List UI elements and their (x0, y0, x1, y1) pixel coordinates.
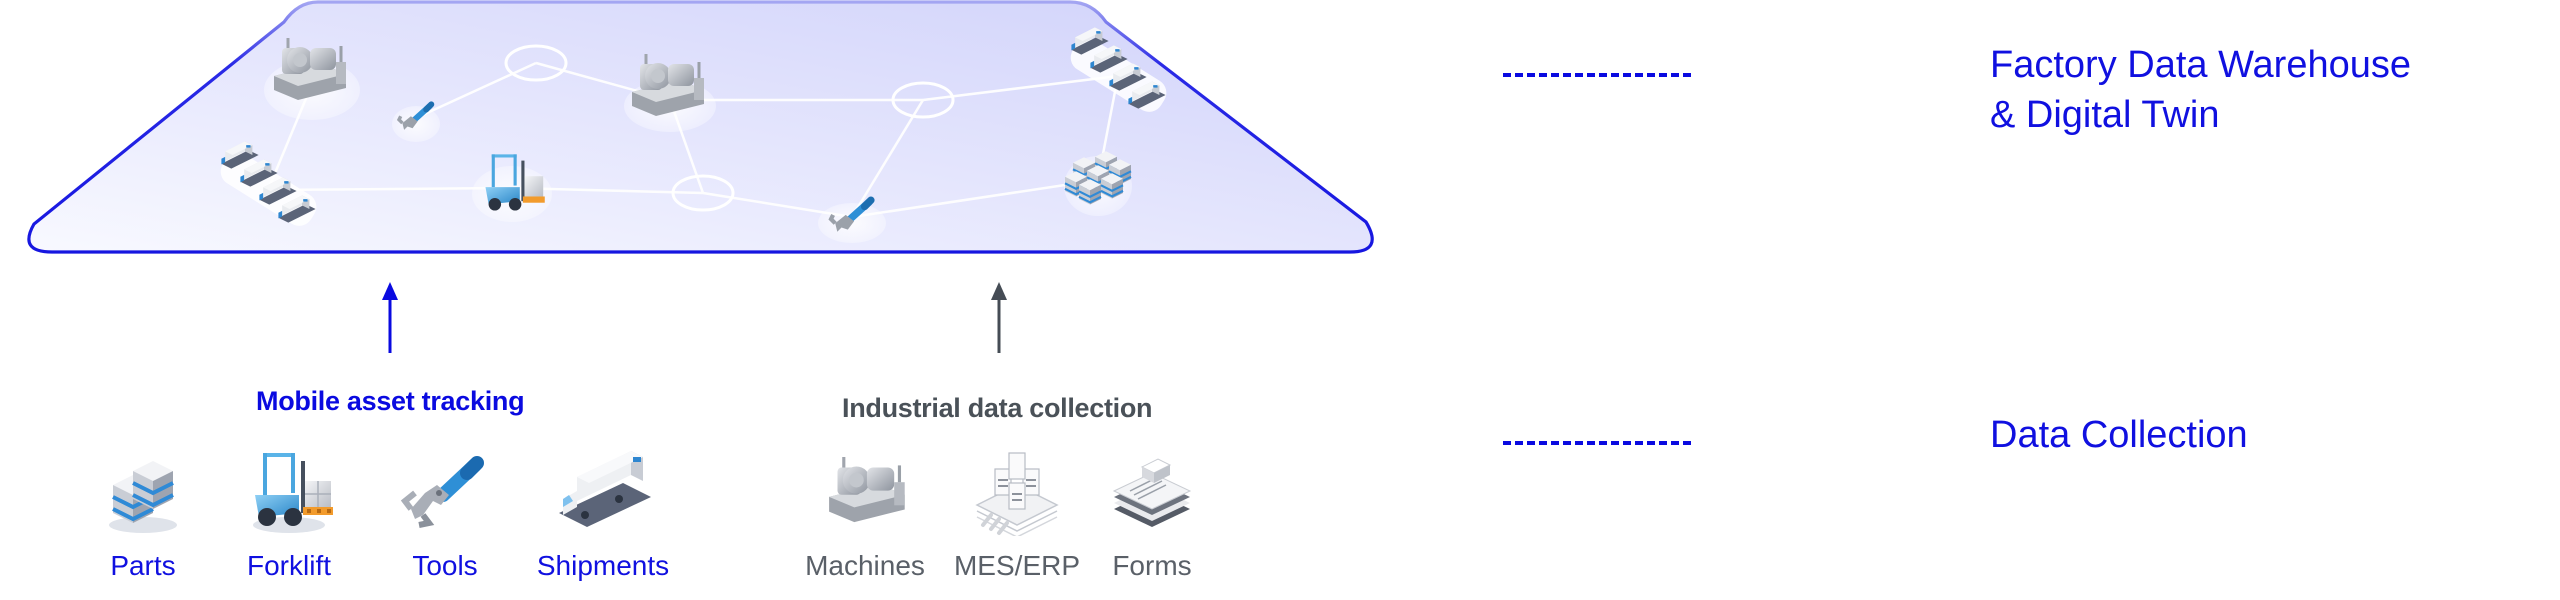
parts-pallet-icon (109, 461, 177, 533)
upload-arrow-industrial (991, 282, 1007, 353)
source-item-mes-erp: MES/ERP (942, 446, 1092, 582)
hub-circle-icon (891, 81, 955, 119)
wrench-icon (400, 456, 484, 528)
layer-connector-dashes-warehouse (1503, 73, 1693, 77)
forklift-icon (253, 453, 333, 533)
tool-node (392, 104, 440, 142)
layer-connector-dashes-collection (1503, 441, 1693, 445)
network-edge (851, 178, 1099, 219)
truck-icon (559, 451, 651, 527)
source-item-tools: Tools (370, 446, 520, 582)
shipments-node (1070, 27, 1167, 112)
layer-title-data-collection: Data Collection (1990, 410, 2248, 460)
group-title-industrial-data-collection: Industrial data collection (842, 393, 1153, 423)
source-item-machines: Machines (790, 446, 940, 582)
source-item-label: Machines (805, 550, 925, 581)
layer-title-line1: Factory Data Warehouse (1990, 44, 2411, 86)
hub-circle-icon (504, 44, 568, 82)
hub-node (504, 44, 568, 82)
network-edge (850, 99, 925, 218)
forklift-node (472, 154, 552, 222)
layer-title-line1: Data Collection (1990, 414, 2248, 456)
source-item-label: Parts (110, 550, 176, 581)
server-cluster-icon (975, 452, 1059, 536)
network-nodes (220, 27, 1167, 243)
digital-twin-board (27, 0, 1374, 254)
parts-pallet-icon (1064, 151, 1132, 205)
source-item-label: Shipments (536, 550, 670, 581)
source-item-parts: Parts (68, 446, 218, 582)
source-item-label: Forklift (247, 550, 331, 581)
board-outline (27, 0, 1374, 254)
hub-node (671, 174, 735, 212)
hub-node (891, 81, 955, 119)
source-item-label: MES/ERP (953, 550, 1081, 581)
forklift-icon (485, 154, 545, 211)
hub-circle-icon (671, 174, 735, 212)
layer-title-warehouse: Factory Data Warehouse & Digital Twin (1990, 40, 2411, 140)
source-item-forms: Forms (1077, 446, 1227, 582)
network-edge (267, 186, 513, 192)
shipments-node (220, 141, 317, 226)
upload-arrow-mobile (382, 282, 398, 353)
node-halo (392, 106, 440, 142)
machine-icon (827, 455, 907, 524)
group-title-mobile-asset-tracking: Mobile asset tracking (256, 386, 525, 416)
source-item-forklift: Forklift (214, 446, 364, 582)
network-edge (922, 74, 1119, 102)
layer-title-line2: & Digital Twin (1990, 94, 2220, 136)
source-item-shipments: Shipments (528, 446, 678, 582)
forms-stack-icon (1112, 458, 1192, 527)
network-edge (415, 61, 537, 120)
machine-node (624, 52, 716, 132)
machine-node (264, 36, 360, 120)
source-item-label: Tools (412, 550, 478, 581)
tool-node (818, 200, 886, 243)
source-item-label: Forms (1112, 550, 1192, 581)
parts-node (1064, 151, 1132, 216)
